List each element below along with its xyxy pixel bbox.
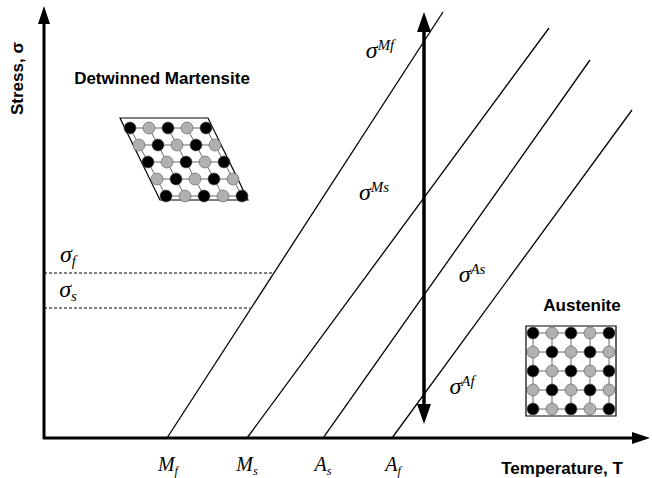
temperature-axis	[43, 437, 634, 440]
lattice-atom	[565, 346, 577, 358]
lattice-atom	[527, 365, 539, 377]
lattice-atom	[546, 384, 558, 396]
lattice-atom	[218, 156, 230, 168]
lattice-atom	[546, 346, 558, 358]
loading-arrowhead	[417, 12, 431, 32]
lattice-atom	[199, 156, 211, 168]
lattice-atom	[171, 139, 183, 151]
lattice-atom	[190, 139, 202, 151]
lattice-atom	[179, 190, 191, 202]
stress-symbol: σf	[60, 242, 76, 266]
stress-symbol: σAs	[459, 262, 486, 286]
lattice-atom	[161, 156, 173, 168]
lattice-atom	[584, 327, 596, 339]
lattice-bond	[168, 128, 204, 196]
axis-arrowhead	[632, 432, 650, 444]
lattice-atom	[565, 365, 577, 377]
lattice-atom	[133, 139, 145, 151]
temperature-tick: Mf	[158, 454, 178, 474]
temperature-tick: As	[314, 454, 331, 474]
lattice-atom	[200, 122, 212, 134]
lattice-atom	[236, 190, 248, 202]
lattice-atom	[565, 384, 577, 396]
axis-title: Temperature, T	[501, 460, 623, 477]
lattice-atom	[152, 139, 164, 151]
stress-symbol: σAf	[449, 374, 474, 398]
lattice-atom	[189, 173, 201, 185]
stress-symbol: σs	[59, 277, 77, 301]
lattice-atom	[162, 122, 174, 134]
lattice-atom	[603, 327, 615, 339]
lattice-atom	[546, 403, 558, 415]
sigma-s-dashed-line	[44, 308, 250, 309]
lattice-atom	[208, 173, 220, 185]
austenite-lattice	[526, 326, 616, 416]
lattice-atom	[160, 190, 172, 202]
region-label: Detwinned Martensite	[74, 70, 250, 87]
lattice-atom	[181, 122, 193, 134]
lattice-bond	[206, 128, 242, 196]
lattice-atom	[603, 365, 615, 377]
stress-symbol: σMs	[359, 180, 389, 204]
af-line	[392, 110, 632, 438]
stress-axis	[43, 22, 46, 439]
loading-arrowhead	[417, 404, 431, 424]
lattice-atom	[546, 365, 558, 377]
loading-arrow	[422, 28, 426, 410]
lattice-atom	[546, 327, 558, 339]
lattice-atom	[527, 403, 539, 415]
lattice-atom	[584, 403, 596, 415]
axis-title: Stress, σ	[10, 41, 27, 114]
sigma-f-dashed-line	[44, 273, 272, 274]
lattice-atom	[227, 173, 239, 185]
lattice-atom	[198, 190, 210, 202]
lattice-atom	[151, 173, 163, 185]
lattice-atom	[584, 346, 596, 358]
lattice-bond	[187, 128, 223, 196]
lattice-atom	[565, 327, 577, 339]
lattice-atom	[170, 173, 182, 185]
lattice-atom	[584, 365, 596, 377]
lattice-atom	[209, 139, 221, 151]
lattice-atom	[143, 122, 155, 134]
lattice-outline	[526, 326, 616, 416]
temperature-tick: Af	[385, 454, 401, 474]
lattice-atom	[527, 384, 539, 396]
lattice-atom	[180, 156, 192, 168]
martensite-lattice	[120, 118, 248, 202]
lattice-atom	[217, 190, 229, 202]
lattice-atom	[142, 156, 154, 168]
lattice-atom	[527, 346, 539, 358]
lattice-atom	[565, 403, 577, 415]
lattice-atom	[527, 327, 539, 339]
lattice-atom	[584, 384, 596, 396]
stress-symbol: σMf	[366, 38, 394, 62]
lattice-atom	[603, 346, 615, 358]
axis-arrowhead	[38, 6, 50, 24]
region-label: Austenite	[543, 297, 620, 314]
lattice-atom	[603, 384, 615, 396]
ms-line	[247, 28, 549, 438]
temperature-tick: Ms	[236, 454, 258, 474]
lattice-atom	[124, 122, 136, 134]
lattice-atom	[603, 403, 615, 415]
lattice-outline	[120, 118, 248, 200]
